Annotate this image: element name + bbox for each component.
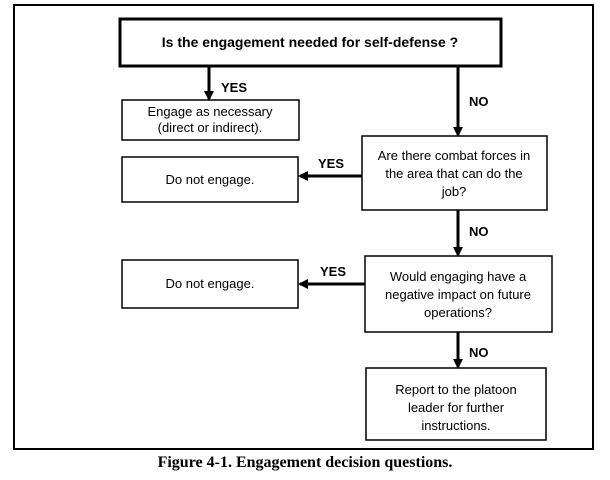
text-do-not-engage-2: Do not engage. — [166, 276, 255, 291]
svg-text:negative impact on future: negative impact on future — [385, 287, 531, 302]
box-self-defense-question — [118, 17, 503, 68]
text-negative-impact-question: Would engaging have a negative impact on… — [385, 269, 531, 320]
svg-text:Are there combat forces in: Are there combat forces in — [378, 148, 530, 163]
label-self-defense-no: NO — [469, 94, 489, 109]
text-do-not-engage-1: Do not engage. — [166, 172, 255, 187]
text-self-defense-question: Is the engagement needed for self-defens… — [162, 34, 458, 50]
text-combat-forces-question: Are there combat forces in the area that… — [378, 148, 530, 199]
text-report-to-platoon-leader: Report to the platoon leader for further… — [395, 382, 516, 433]
svg-text:Engage as necessary: Engage as necessary — [147, 104, 273, 119]
box-report-to-platoon-leader — [365, 367, 547, 441]
text-engage-as-necessary: Engage as necessary (direct or indirect)… — [147, 104, 273, 135]
label-negative-impact-yes: YES — [320, 264, 346, 279]
label-combat-forces-yes: YES — [318, 156, 344, 171]
label-self-defense-yes: YES — [221, 80, 247, 95]
svg-text:Do not engage.: Do not engage. — [166, 276, 255, 291]
svg-text:Is the engagement needed for s: Is the engagement needed for self-defens… — [162, 34, 458, 50]
label-negative-impact-no: NO — [469, 345, 489, 360]
box-do-not-engage-2 — [121, 259, 299, 309]
svg-text:Would engaging have a: Would engaging have a — [390, 269, 527, 284]
figure-caption: Figure 4-1. Engagement decision question… — [157, 454, 453, 471]
box-engage-as-necessary — [121, 99, 300, 141]
svg-text:leader for further: leader for further — [408, 400, 505, 415]
svg-text:job?: job? — [441, 184, 467, 199]
diagram-frame — [13, 4, 594, 450]
svg-text:the area that can do the: the area that can do the — [385, 166, 522, 181]
label-combat-forces-no: NO — [469, 224, 489, 239]
svg-text:operations?: operations? — [424, 305, 492, 320]
svg-text:Do not engage.: Do not engage. — [166, 172, 255, 187]
svg-text:(direct or indirect).: (direct or indirect). — [158, 120, 263, 135]
box-do-not-engage-1 — [121, 156, 299, 203]
svg-text:Report to the platoon: Report to the platoon — [395, 382, 516, 397]
svg-text:instructions.: instructions. — [421, 418, 490, 433]
